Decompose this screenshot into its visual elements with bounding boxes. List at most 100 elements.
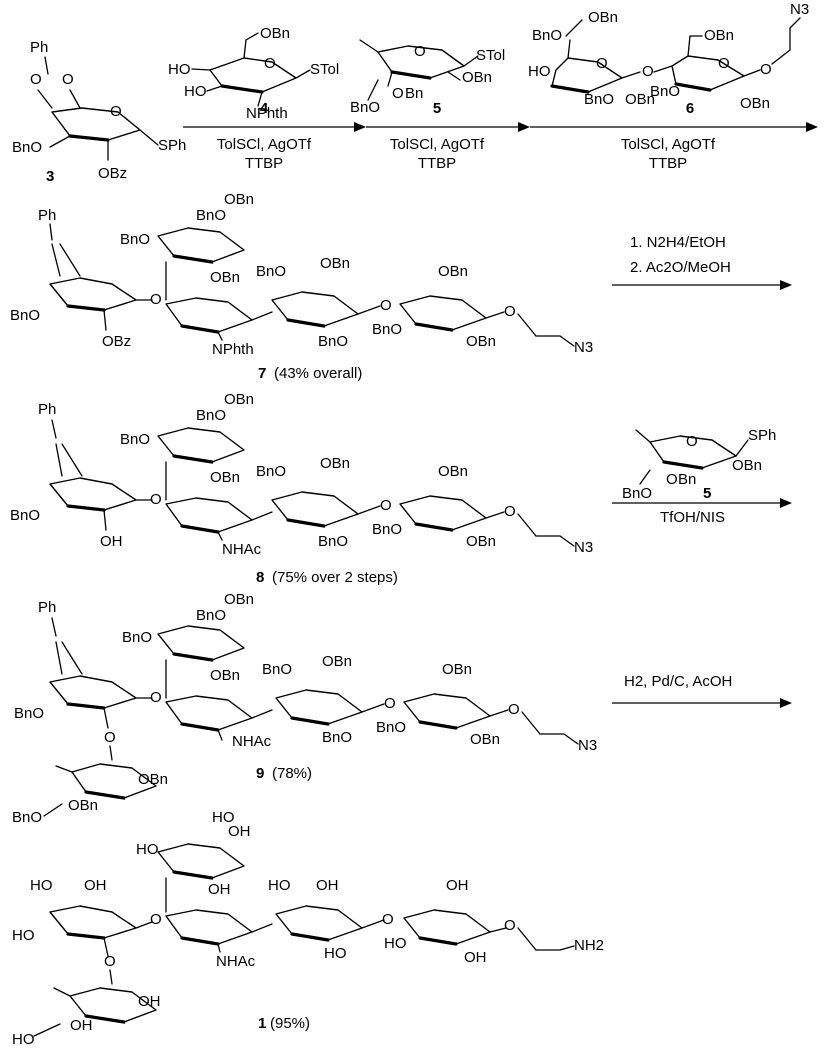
label-ring-o2: O [718,55,730,72]
label-bno-fuc: BnO [196,207,226,224]
label-ho5: HO [384,935,407,952]
label-ph: Ph [38,599,56,616]
compound-9-number: 9 [256,765,264,782]
label-ho: HO [528,63,551,80]
label-bno-fuc2: BnO [120,431,150,448]
label-o-link: O [642,63,654,80]
label-stol: STol [310,61,339,78]
label-o: O [30,71,42,88]
compound-1-number: 1 [258,1015,266,1032]
reagent-6-structure: BnO OBn O HO O OBn O O N3 BnO OBn BnO OB… [528,1,809,112]
label-o: O [504,917,516,934]
label-obn2: OBn [704,27,734,44]
label-obn-glc: OBn [210,469,240,486]
compound-9-yield: (78%) [272,765,312,782]
label-o: O [504,503,516,520]
label-nhac: NHAc [232,733,272,750]
arrowhead-4 [780,280,792,290]
compound-1-yield: (95%) [270,1015,310,1032]
compound-7-yield: (43% overall) [274,365,362,382]
label-oh-f2: OH [138,993,161,1010]
label-bno-mid: BnO [318,533,348,550]
arrowhead-1 [354,122,366,132]
label-obz: OBz [98,165,127,182]
compound-8-number: 8 [256,569,264,586]
label-ho-fuc: HO [212,809,235,826]
compound-7-number: 7 [258,365,266,382]
label-o: O [382,911,394,928]
label-o: O [104,729,116,746]
step3-condition-2: TTBP [649,155,687,172]
compound-9-structure: Ph BnO O O OBn OBn BnO BnO OBn BnO OBn N… [12,591,597,826]
label-bno: BnO [12,139,42,156]
label-oh1: OH [84,877,107,894]
label-bno-f2: BnO [12,809,42,826]
reagent-4-structure: OBn O HO HO STol NPhth [168,25,339,122]
label-bno-r: BnO [372,321,402,338]
label-oh3: OH [316,877,339,894]
label-ring-o: O [414,43,426,60]
label-bno-fuc2: BnO [122,629,152,646]
label-n3: N3 [578,737,597,754]
label-bno-mid: BnO [318,333,348,350]
label-nphth: NPhth [212,341,254,358]
label-o: O [380,497,392,514]
label-o: O [150,291,162,308]
label-obn-r: OBn [470,731,500,748]
label-bno3: BnO [650,83,680,100]
label-nhac: NHAc [222,541,262,558]
label-obn-glc: OBn [210,667,240,684]
label-bno-r: BnO [372,521,402,538]
arrowhead-2 [518,122,530,132]
label-ring-o1: O [596,55,608,72]
label-obn: OBn [462,69,492,86]
label-ring-o: O [264,55,276,72]
label-o-end: O [760,61,772,78]
label-ho1: HO [30,877,53,894]
label-ring-o: O [686,433,698,450]
step3-condition-1: TolSCl, AgOTf [621,136,716,153]
label-obn-gal: OBn [320,455,350,472]
row4-condition: H2, Pd/C, AcOH [624,673,732,690]
arrowhead-6 [780,698,792,708]
step1-condition-1: TolSCl, AgOTf [217,136,312,153]
label-obn-glc2: OBn [442,661,472,678]
label-o: O [504,303,516,320]
label-obz: OBz [102,333,131,350]
label-obn-f2b: OBn [68,797,98,814]
label-obn4: OBn [740,95,770,112]
compound-7-structure: Ph BnO OBz O BnO OBn BnO OBn NPhth BnO O… [10,191,593,358]
label-stol: STol [476,47,505,64]
label-o: O [150,911,162,928]
label-o: O [508,701,520,718]
arrowhead-3 [806,122,818,132]
label-obn1: OBn [588,9,618,26]
label-ho2: HO [12,927,35,944]
label-nhac: NHAc [216,953,256,970]
compound-3-number: 3 [46,168,54,185]
label-nphth: NPhth [246,105,288,122]
compound-8-structure: Ph BnO OH O BnO OBn BnO OBn NHAc BnO OBn… [10,391,593,558]
reagent-6-number: 6 [686,100,694,117]
label-obn: OBn [732,457,762,474]
reagent-4-number: 4 [260,100,269,117]
reagent-5-number-row3: 5 [703,485,711,502]
label-o2: O [62,71,74,88]
label-oh: OH [100,533,123,550]
label-ph: Ph [38,401,56,418]
label-bno-left: BnO [10,307,40,324]
label-nh2: NH2 [574,937,604,954]
label-obn-glc: OBn [210,269,240,286]
label-bno-gal: BnO [262,661,292,678]
label-obn-glc2: OBn [438,463,468,480]
label-bno-fuc: BnO [196,407,226,424]
label-oh4: OH [446,877,469,894]
label-bno: BnO [350,99,380,116]
label-obn-f2: OBn [138,771,168,788]
reagent-5-number: 5 [433,100,441,117]
step2-condition-1: TolSCl, AgOTf [390,136,485,153]
reagent-5-structure: O STol OBn O Bn BnO [350,39,505,116]
label-o: O [392,85,404,102]
label-bno-gal: BnO [256,463,286,480]
label-bno-gal: BnO [256,263,286,280]
